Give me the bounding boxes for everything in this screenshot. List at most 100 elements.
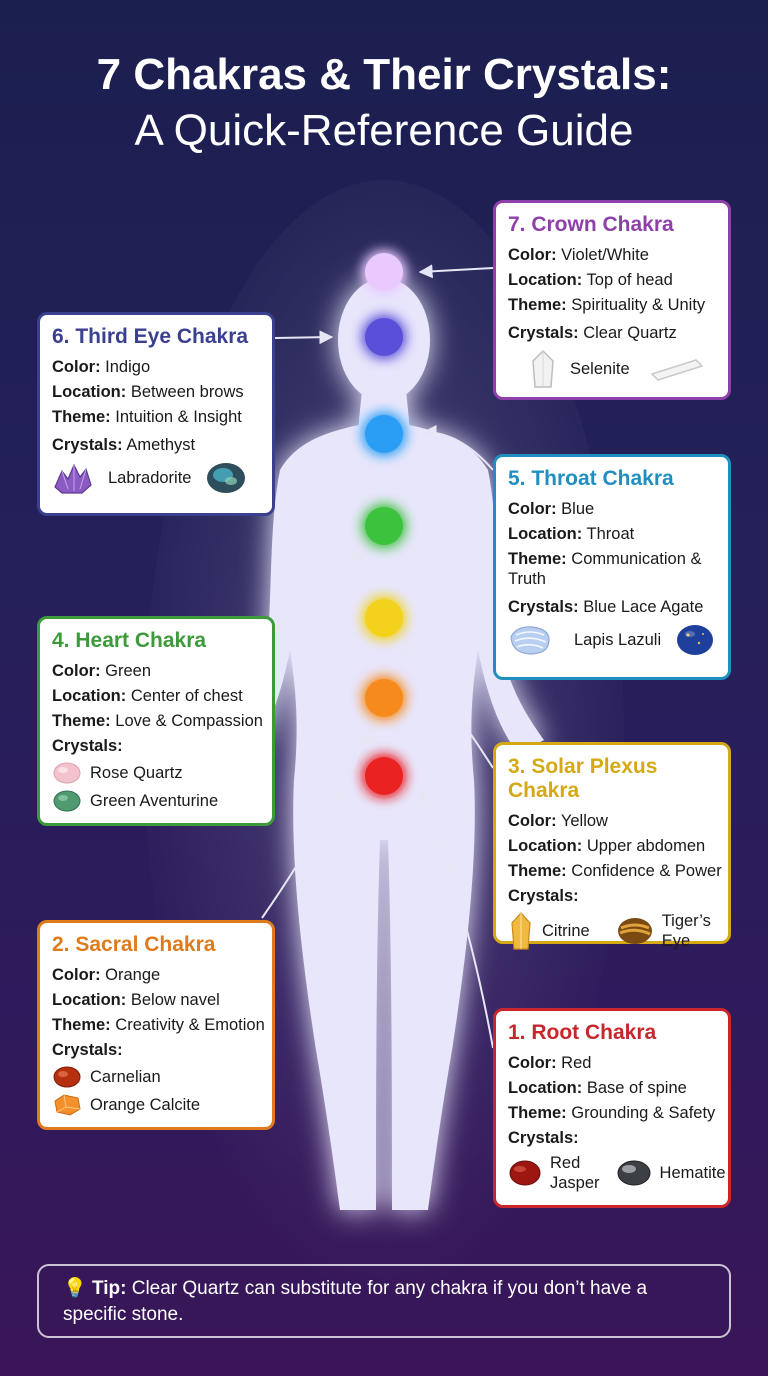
heart-crystal-item-2: Green Aventurine	[52, 789, 260, 813]
card-crown-chakra: 7. Crown Chakra Color: Violet/White Loca…	[493, 200, 731, 400]
hematite-icon	[617, 1160, 651, 1186]
throat-location-row: Location: Throat	[508, 524, 716, 544]
amethyst-icon	[54, 463, 92, 494]
crown-color-row: Color: Violet/White	[508, 245, 716, 265]
third-eye-color-row: Color: Indigo	[52, 357, 260, 377]
throat-chakra-title: 5. Throat Chakra	[508, 467, 674, 490]
crystals-label: Crystals:	[508, 1129, 579, 1147]
crystals-label: Crystals:	[508, 324, 579, 342]
crown-chakra-title: 7. Crown Chakra	[508, 213, 674, 236]
tip-label: Tip:	[91, 1278, 127, 1299]
arrow-sacral	[261, 728, 372, 919]
card-throat-chakra: 5. Throat Chakra Color: Blue Location: T…	[493, 454, 731, 680]
root-crystal-line: Red Jasper Hematite	[508, 1153, 726, 1193]
crystals-label: Crystals:	[52, 737, 123, 755]
labradorite-icon	[207, 463, 246, 493]
crown-location-row: Location: Top of head	[508, 270, 716, 290]
theme-label: Theme:	[508, 862, 567, 880]
throat-crystal-1: Blue Lace Agate	[583, 598, 704, 616]
third-eye-chakra-title: 6. Third Eye Chakra	[52, 325, 249, 348]
crown-location-value: Top of head	[586, 271, 673, 289]
chakra-orb-heart	[365, 507, 403, 545]
sacral-location-row: Location: Below navel	[52, 990, 260, 1010]
solar-plexus-crystal-1: Citrine	[542, 921, 590, 940]
crystals-label: Crystals:	[508, 887, 579, 905]
arrow-third-eye	[274, 330, 334, 345]
sacral-crystal-2: Orange Calcite	[90, 1096, 201, 1114]
color-label: Color:	[508, 1054, 557, 1072]
third-eye-color-value: Indigo	[105, 358, 151, 376]
solar-plexus-theme-value: Confidence & Power	[571, 862, 722, 880]
location-label: Location:	[508, 837, 583, 855]
throat-location-value: Throat	[586, 525, 635, 543]
heart-color-row: Color: Green	[52, 661, 260, 681]
throat-crystal-2: Lapis Lazuli	[574, 630, 662, 649]
theme-label: Theme:	[52, 408, 111, 426]
third-eye-location-value: Between brows	[130, 383, 244, 401]
heart-crystal-2: Green Aventurine	[90, 792, 219, 810]
heart-chakra-title: 4. Heart Chakra	[52, 629, 207, 652]
theme-label: Theme:	[508, 1104, 567, 1122]
theme-label: Theme:	[508, 550, 567, 568]
card-root-chakra: 1. Root Chakra Color: Red Location: Base…	[493, 1008, 731, 1208]
third-eye-theme-value: Intuition & Insight	[115, 408, 242, 426]
location-label: Location:	[52, 383, 127, 401]
solar-plexus-location-row: Location: Upper abdomen	[508, 836, 716, 856]
heart-color-value: Green	[105, 662, 152, 680]
throat-theme-row: Theme: Communication & Truth	[508, 549, 722, 589]
root-theme-value: Grounding & Safety	[571, 1104, 716, 1122]
card-third-eye-chakra: 6. Third Eye Chakra Color: Indigo Locati…	[37, 312, 275, 516]
sacral-theme-value: Creativity & Emotion	[115, 1016, 265, 1034]
solar-plexus-crystal-line: Citrine Tiger’s Eye	[508, 911, 716, 951]
lapis-lazuli-icon	[677, 625, 714, 655]
color-label: Color:	[52, 358, 101, 376]
throat-theme-value: Communication & Truth	[508, 550, 702, 588]
chakra-orb-solar-plexus	[365, 599, 403, 637]
sacral-crystal-1: Carnelian	[90, 1068, 161, 1086]
third-eye-theme-row: Theme: Intuition & Insight	[52, 407, 260, 427]
heart-crystal-item-1: Rose Quartz	[52, 761, 260, 785]
chakra-orb-sacral	[365, 679, 403, 717]
root-crystal-1: Red Jasper	[550, 1154, 600, 1192]
arrow-crown	[418, 264, 494, 279]
solar-plexus-theme-row: Theme: Confidence & Power	[508, 861, 722, 881]
sacral-chakra-title: 2. Sacral Chakra	[52, 933, 216, 956]
third-eye-crystal-1: Amethyst	[126, 436, 196, 454]
color-label: Color:	[52, 966, 101, 984]
third-eye-crystals-row: Crystals: Amethyst	[52, 435, 260, 455]
chakra-orb-root	[365, 757, 403, 795]
crown-color-value: Violet/White	[561, 246, 649, 264]
selenite-icon	[650, 359, 704, 381]
crystals-label: Crystals:	[508, 598, 579, 616]
card-solar-plexus-chakra: 3. Solar Plexus Chakra Color: Yellow Loc…	[493, 742, 731, 950]
throat-crystals-row: Crystals: Blue Lace Agate	[508, 597, 716, 617]
heart-theme-value: Love & Compassion	[115, 712, 263, 730]
crown-crystal-1: Clear Quartz	[583, 324, 677, 342]
blue-lace-agate-icon	[510, 626, 550, 655]
green-aventurine-icon	[53, 790, 81, 812]
root-location-value: Base of spine	[586, 1079, 687, 1097]
arrow-heart	[277, 546, 363, 629]
theme-label: Theme:	[52, 1016, 111, 1034]
sacral-crystals-row: Crystals:	[52, 1040, 260, 1060]
sacral-crystal-item-2: Orange Calcite	[52, 1093, 260, 1117]
sacral-location-value: Below navel	[130, 991, 220, 1009]
location-label: Location:	[52, 991, 127, 1009]
crown-theme-row: Theme: Spirituality & Unity	[508, 295, 716, 315]
crystals-label: Crystals:	[52, 436, 123, 454]
root-crystals-row: Crystals:	[508, 1128, 716, 1148]
solar-plexus-crystal-2: Tiger’s Eye	[661, 912, 711, 950]
location-label: Location:	[52, 687, 127, 705]
throat-crystal-line: Lapis Lazuli	[508, 623, 716, 657]
third-eye-crystal-line: Labradorite	[52, 461, 260, 495]
card-sacral-chakra: 2. Sacral Chakra Color: Orange Location:…	[37, 920, 275, 1130]
root-location-row: Location: Base of spine	[508, 1078, 716, 1098]
heart-location-row: Location: Center of chest	[52, 686, 260, 706]
tip-text: Clear Quartz can substitute for any chak…	[63, 1278, 648, 1325]
solar-plexus-color-value: Yellow	[560, 812, 608, 830]
solar-plexus-color-row: Color: Yellow	[508, 811, 716, 831]
card-heart-chakra: 4. Heart Chakra Color: Green Location: C…	[37, 616, 275, 826]
solar-plexus-location-value: Upper abdomen	[586, 837, 706, 855]
citrine-icon	[511, 912, 531, 950]
crown-theme-value: Spirituality & Unity	[571, 296, 706, 314]
